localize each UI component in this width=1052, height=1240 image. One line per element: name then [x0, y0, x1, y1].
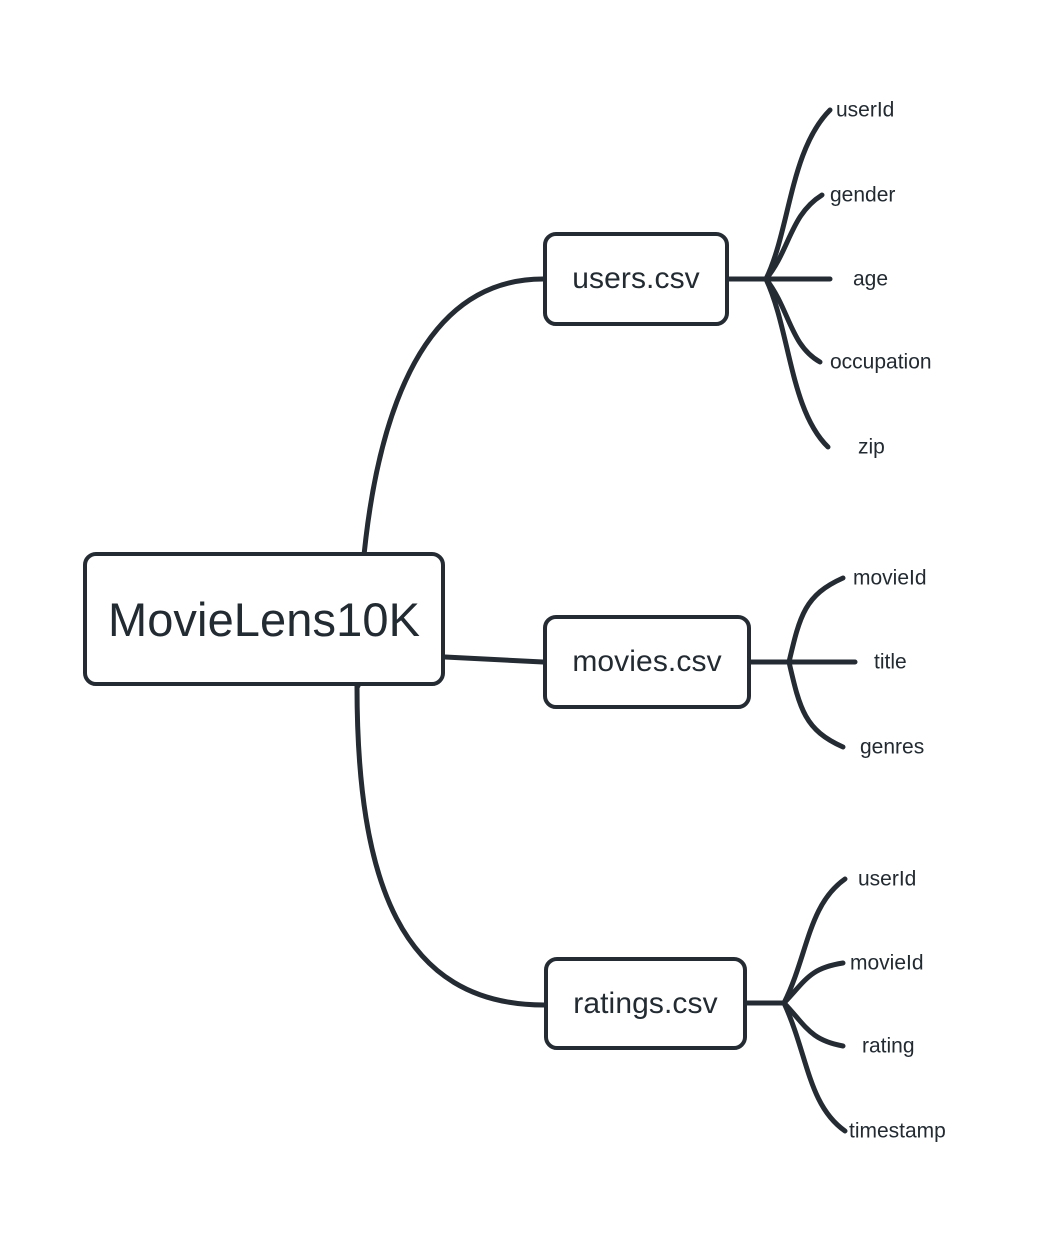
- leaf-movies-movieId[interactable]: movieId: [853, 566, 927, 590]
- leaf-ratings-timestamp[interactable]: timestamp: [849, 1119, 946, 1143]
- leaf-ratings-rating[interactable]: rating: [862, 1034, 915, 1058]
- edge-ratings-rating: [781, 1000, 846, 1049]
- node-ratings-csv-label: ratings.csv: [573, 986, 718, 1020]
- node-root-label: MovieLens10K: [107, 592, 421, 646]
- leaf-users-gender[interactable]: gender: [830, 183, 896, 207]
- node-users-csv-label: users.csv: [572, 262, 700, 295]
- edge-users-gender: [763, 192, 825, 282]
- edge-ratings-timestamp: [781, 1000, 848, 1134]
- node-movies-csv[interactable]: movies.csv: [543, 615, 751, 709]
- edge-root-to-ratings: [354, 683, 547, 1008]
- edge-ratings-movieId: [781, 960, 846, 1006]
- leaf-users-zip[interactable]: zip: [858, 435, 885, 459]
- node-ratings-csv[interactable]: ratings.csv: [544, 957, 747, 1050]
- leaf-ratings-userId[interactable]: userId: [858, 867, 917, 891]
- edge-ratings-userId: [781, 876, 848, 1006]
- node-root[interactable]: MovieLens10K: [83, 552, 445, 686]
- node-movies-csv-label: movies.csv: [572, 645, 722, 678]
- leaf-movies-genres[interactable]: genres: [860, 735, 925, 759]
- edge-users-occupation: [763, 276, 823, 365]
- leaf-movies-title[interactable]: title: [874, 650, 907, 674]
- leaf-users-age[interactable]: age: [853, 267, 889, 291]
- edge-root-to-movies: [442, 654, 546, 665]
- edge-movies-movieId: [786, 575, 846, 665]
- leaf-users-userId[interactable]: userId: [836, 98, 895, 122]
- edge-users-zip: [763, 276, 831, 450]
- edge-users-userId: [763, 107, 833, 282]
- leaf-users-occupation[interactable]: occupation: [830, 350, 932, 374]
- edge-movies-genres: [786, 659, 846, 750]
- leaf-ratings-movieId[interactable]: movieId: [850, 951, 924, 975]
- node-users-csv[interactable]: users.csv: [543, 232, 729, 326]
